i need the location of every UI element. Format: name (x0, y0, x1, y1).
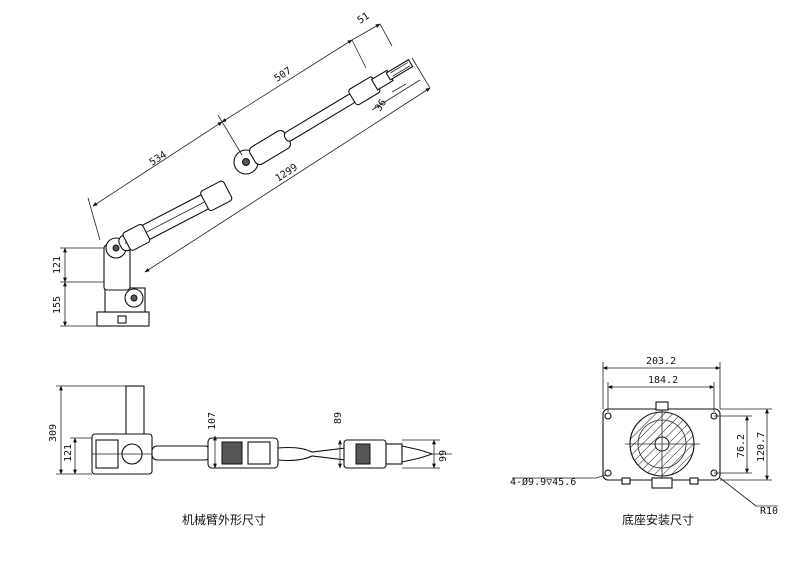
dim-184-label: 184.2 (648, 375, 678, 386)
base-bottom-connector (651, 477, 673, 489)
top-column (125, 385, 145, 437)
top-elbow-housing (247, 441, 271, 465)
dim-534-ext-a (87, 197, 101, 241)
dim-507-label: 507 (273, 65, 294, 84)
dim-121b-label: 121 (63, 444, 74, 462)
side-elbow-hub (242, 158, 250, 166)
dim-534-label: 534 (148, 149, 169, 168)
dim-120-label: 120.7 (756, 432, 767, 462)
side-view: 534 507 51 1299 36 121 155 (52, 11, 431, 327)
top-upper-arm (151, 445, 211, 461)
base-bottom-tab-a (621, 477, 631, 485)
base-bottom-tab-b (689, 477, 699, 485)
dim-1299-label: 1299 (274, 162, 300, 184)
dim-76-label: 76.2 (736, 434, 747, 458)
top-forearm (277, 446, 347, 462)
dim-121-label: 121 (52, 256, 63, 274)
base-top-connector (655, 401, 669, 411)
dim-107-label: 107 (207, 412, 218, 430)
side-gripper (385, 58, 414, 81)
arm-caption: 机械臂外形尺寸 (182, 512, 266, 527)
dim-36-label: 36 (373, 98, 389, 114)
dim-51-label: 51 (356, 11, 372, 27)
dim-36-line (391, 83, 407, 93)
top-elbow-motor (221, 441, 243, 465)
top-wrist-motor (355, 443, 371, 465)
side-gripper-finger-b (392, 65, 411, 77)
base-hole-tl-icon (604, 412, 612, 420)
side-forearm (283, 93, 356, 142)
r10-leader (719, 477, 757, 507)
dim-203-label: 203.2 (646, 356, 676, 367)
r10-label: R10 (760, 506, 778, 517)
hole-leader (595, 474, 607, 479)
dim-1299-line (144, 87, 431, 273)
dim-89-label: 89 (333, 412, 344, 424)
base-view: 203.2 184.2 76.2 120.7 4-Ø9.9▽45.6 R10 底… (510, 356, 778, 527)
dim-51-line (351, 23, 381, 41)
top-wrist-flange (385, 443, 403, 465)
side-base-gear-hub (130, 294, 138, 302)
dim-309-label: 309 (48, 424, 59, 442)
hole-callout: 4-Ø9.9▽45.6 (510, 476, 576, 488)
dim-534-ext-b (217, 114, 243, 156)
dim-155-label: 155 (52, 296, 63, 314)
top-view: 309 121 107 89 99 机械臂外形尺寸 (48, 385, 452, 527)
dim-1299-ext (411, 57, 431, 89)
dim-507-ext (351, 39, 367, 69)
base-hole-bl-icon (604, 469, 612, 477)
side-shoulder-hub (112, 244, 120, 252)
side-gripper-finger-a (390, 62, 409, 74)
dim-99-label: 99 (438, 450, 449, 462)
dim-51-ext (379, 23, 393, 47)
side-base-port (117, 315, 127, 324)
base-caption: 底座安装尺寸 (622, 512, 694, 527)
top-gripper (401, 445, 434, 463)
dim-36-ext (371, 79, 421, 111)
